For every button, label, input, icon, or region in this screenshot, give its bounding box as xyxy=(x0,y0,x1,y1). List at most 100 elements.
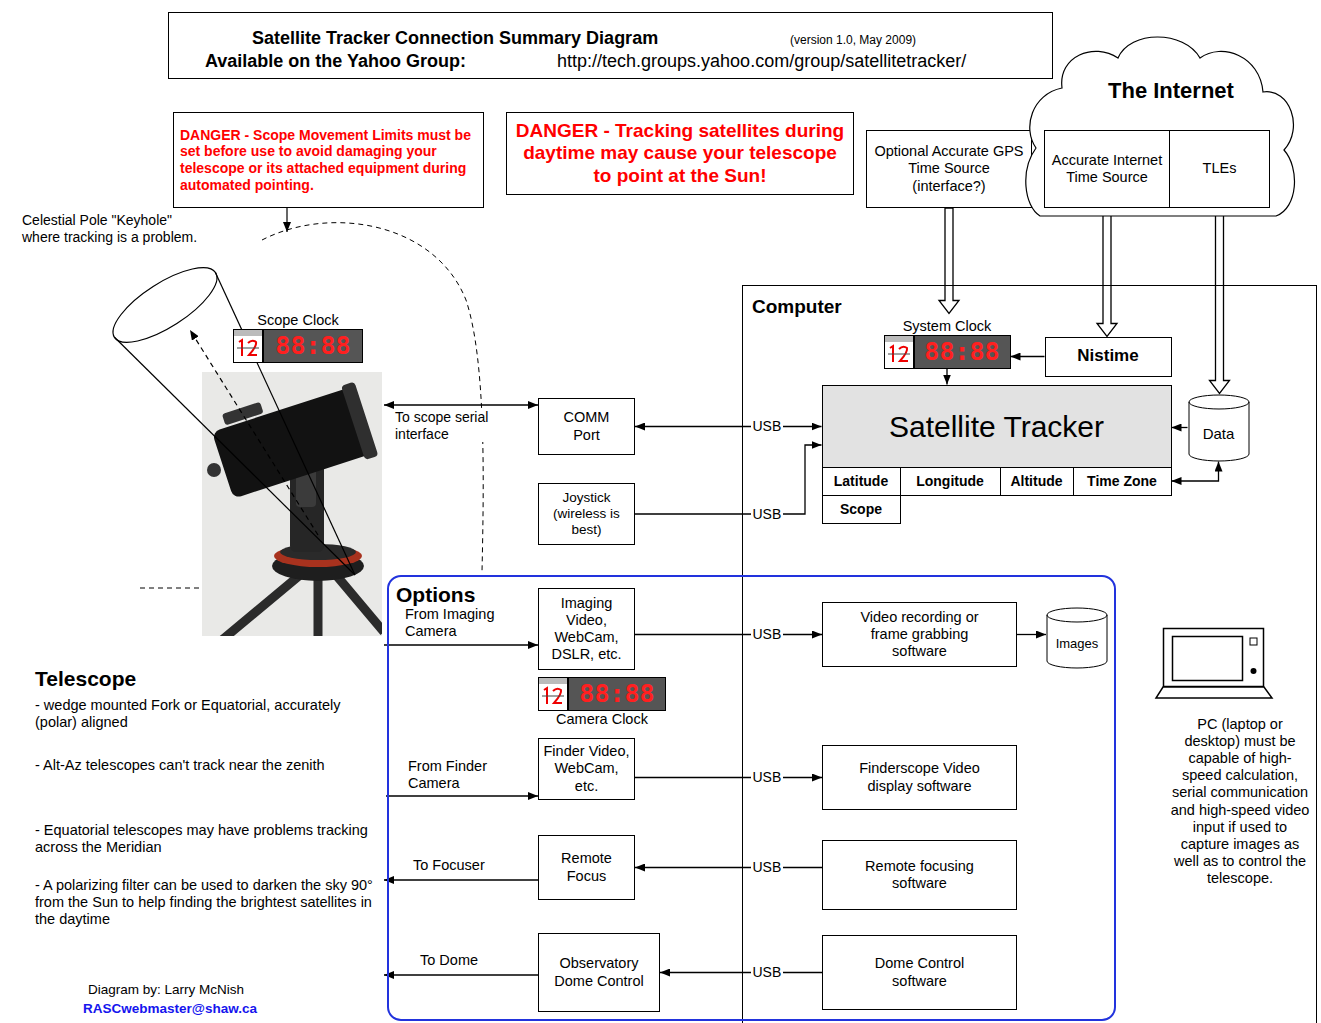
node-text: Dome Control software xyxy=(863,955,976,989)
note-text: PC (laptop or desktop) must be capable o… xyxy=(1170,716,1310,887)
port-box: COMM Port xyxy=(538,398,635,455)
connector xyxy=(635,445,822,514)
connector xyxy=(635,777,822,778)
laptop-button xyxy=(1250,638,1257,645)
node-text: Latitude xyxy=(826,473,897,490)
dome-cable xyxy=(384,974,538,975)
edge-label: USB xyxy=(751,626,784,643)
serial-cable xyxy=(384,404,538,405)
cylinder-body xyxy=(1047,608,1107,668)
program-box: Nistime xyxy=(1045,337,1172,377)
software-box: Finderscope Video display software xyxy=(822,745,1017,810)
laptop-screen xyxy=(1173,637,1243,681)
note-text: (version 1.0, May 2009) xyxy=(790,33,916,47)
note-text: To scope serial interface xyxy=(395,409,535,442)
warning-pointer xyxy=(286,208,287,232)
calendar-rule xyxy=(237,348,259,349)
node-text: Accurate Internet Time Source xyxy=(1050,152,1164,186)
calendar-band xyxy=(234,330,262,336)
connector xyxy=(1017,634,1046,635)
node-text: COMM Port xyxy=(557,409,616,443)
edge-label: USB xyxy=(751,418,784,435)
calendar-icon xyxy=(233,329,263,363)
calendar-rule xyxy=(542,696,564,697)
calendar-page xyxy=(234,330,263,363)
node-text: Observatory Dome Control xyxy=(544,955,654,989)
telescope-tube xyxy=(208,372,379,502)
software-box: Video recording or frame grabbing softwa… xyxy=(822,602,1017,667)
note-text: - A polarizing filter can be used to dar… xyxy=(35,877,380,928)
note-text: Telescope xyxy=(35,667,136,692)
edge-label: USB xyxy=(751,506,784,523)
node-text: Time Zone xyxy=(1077,473,1168,490)
node-text: Longitude xyxy=(904,473,997,490)
note-text: - Equatorial telescopes may have problem… xyxy=(35,822,380,856)
internet-cloud: The InternetAccurate Internet Time Sourc… xyxy=(1018,28,1298,218)
node-text: TLEs xyxy=(1175,160,1264,177)
joystick-box: Joystick (wireless is best) xyxy=(538,483,635,545)
frame-heading: Computer xyxy=(752,296,842,318)
node-text: Remote Focus xyxy=(557,850,616,884)
connector xyxy=(1172,427,1188,428)
connector xyxy=(1011,356,1045,357)
node-text: Remote focusing software xyxy=(847,858,992,892)
clock-text: Scope Clock xyxy=(233,312,363,329)
connector xyxy=(635,867,822,868)
connector xyxy=(660,972,822,973)
node-text: Finder Video, WebCam, etc. xyxy=(543,743,630,794)
time-source-box: Optional Accurate GPS Time Source (inter… xyxy=(866,130,1032,208)
finder-scope xyxy=(222,402,264,426)
connector xyxy=(946,369,947,385)
edge-label: USB xyxy=(751,964,784,981)
camera-cable xyxy=(384,644,538,645)
node-text: Images xyxy=(1046,636,1108,651)
node-text: Imaging Video, WebCam, DSLR, etc. xyxy=(544,595,629,663)
note-text: From Finder Camera xyxy=(408,758,526,792)
node-text: Optional Accurate GPS Time Source (inter… xyxy=(872,143,1026,194)
note-text: Celestial Pole "Keyhole" where tracking … xyxy=(22,212,200,245)
parameter-cell: Longitude xyxy=(900,467,1001,496)
node-text: DANGER - Scope Movement Limits must be s… xyxy=(180,127,477,193)
device-box: Observatory Dome Control xyxy=(538,933,660,1012)
node-text: Scope xyxy=(826,501,897,518)
laptop-case xyxy=(1164,629,1264,687)
title-frame xyxy=(169,13,1053,79)
note-text: Available on the Yahoo Group: xyxy=(205,51,466,72)
hollow-arrow xyxy=(939,208,959,314)
frame-heading: Options xyxy=(396,583,475,608)
connector xyxy=(1172,462,1219,482)
note-text: - wedge mounted Fork or Equatorial, accu… xyxy=(35,697,380,731)
time-source-box: Accurate Internet Time Source xyxy=(1044,130,1170,208)
node-text: DANGER - Tracking satellites during dayt… xyxy=(513,120,847,187)
calendar-page xyxy=(884,335,913,368)
database-cylinder: Images xyxy=(1046,607,1108,669)
software-box: Dome Control software xyxy=(822,935,1017,1010)
camera-box: Finder Video, WebCam, etc. xyxy=(538,738,635,800)
hollow-arrow xyxy=(1097,208,1117,337)
tube-front-ring xyxy=(341,382,378,461)
connector xyxy=(635,634,822,635)
keyhole-cone xyxy=(103,254,355,575)
camera-cable xyxy=(386,795,538,796)
clock-display: Scope Clock88:88 xyxy=(233,308,363,363)
cone-opening xyxy=(103,254,228,356)
clock-face: 88:88 xyxy=(233,329,363,363)
warning-box: DANGER - Tracking satellites during dayt… xyxy=(506,112,854,195)
node-text: Data xyxy=(1188,425,1250,443)
led-digits: 88:88 xyxy=(263,329,363,363)
edge-label: USB xyxy=(751,769,784,786)
calendar-rule xyxy=(888,353,910,354)
cylinder-rim xyxy=(1189,402,1249,409)
software-box: Remote focusing software xyxy=(822,840,1017,910)
node-text: Nistime xyxy=(1051,346,1166,366)
node-text: Joystick (wireless is best) xyxy=(544,490,629,538)
tle-box: TLEs xyxy=(1169,130,1270,208)
clock-display: 88:88Camera Clock xyxy=(538,673,666,728)
clock-text: System Clock xyxy=(884,318,1011,335)
calendar-icon xyxy=(538,677,568,711)
note-text: http://tech.groups.yahoo.com/group/satel… xyxy=(557,51,966,72)
clock-text: Camera Clock xyxy=(538,711,666,728)
laptop-icon xyxy=(1156,629,1272,699)
focus-knob xyxy=(207,463,221,477)
node-text: Satellite Tracker xyxy=(823,409,1171,444)
